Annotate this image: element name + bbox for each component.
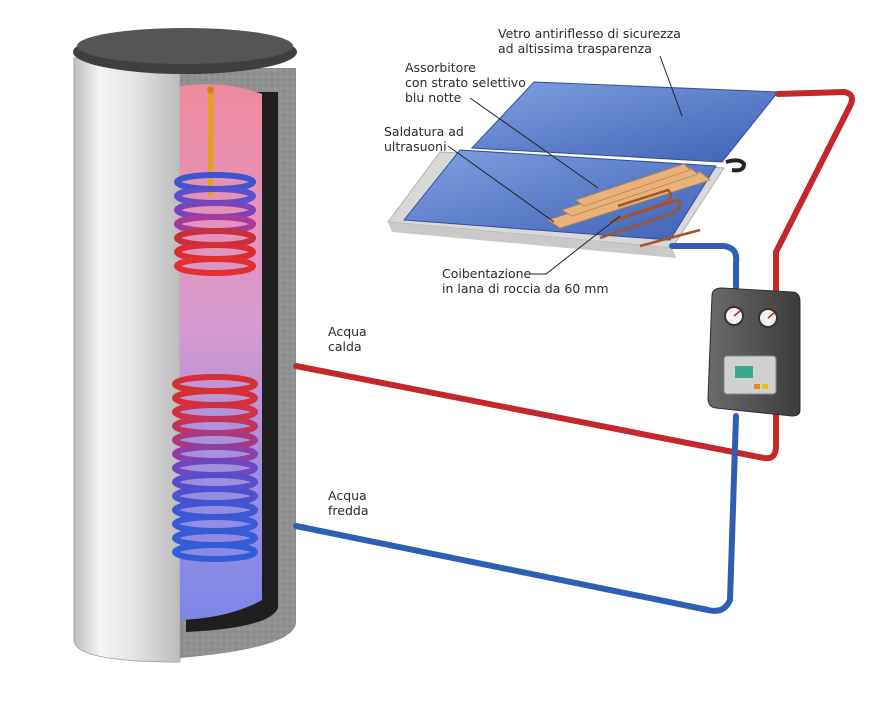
upper-heat-exchanger-coil	[174, 172, 256, 276]
label-acqua-fredda: Acqua fredda	[328, 488, 369, 518]
controller-display	[735, 366, 753, 378]
label-saldatura-line-1: Saldatura ad	[384, 124, 464, 139]
callout-leader-lines	[447, 55, 683, 275]
collector-hot-return-pipe	[773, 89, 855, 299]
tank-outer-shell	[73, 57, 181, 663]
label-assorbitore-line-1: Assorbitore	[405, 60, 476, 75]
leader-vetro	[659, 55, 683, 117]
label-assorbitore-line-3: blu notte	[405, 90, 462, 105]
label-coibentazione-line-1: Coibentazione	[442, 266, 532, 281]
collector-handle	[725, 158, 747, 173]
hot-water-pipe	[293, 363, 779, 462]
leader-saldatura	[447, 145, 555, 223]
collector-cold-feed-pipe	[669, 243, 740, 299]
label-saldatura-line-2: ultrasuoni	[384, 139, 447, 154]
label-coibentazione: Coibentazione in lana di roccia da 60 mm	[442, 266, 609, 296]
lower-heat-exchanger-coil	[172, 374, 258, 562]
solar-collector	[387, 81, 780, 258]
storage-tank	[73, 28, 297, 663]
label-assorbitore: Assorbitore con strato selettivo blu not…	[405, 60, 526, 105]
leader-coibentazione	[530, 215, 621, 275]
label-acqua-fredda-line-2: fredda	[328, 503, 369, 518]
label-acqua-calda-line-2: calda	[328, 339, 362, 354]
pipes	[293, 89, 855, 614]
label-acqua-fredda-line-1: Acqua	[328, 488, 367, 503]
cold-water-pipe	[293, 413, 739, 614]
label-acqua-calda-line-1: Acqua	[328, 324, 367, 339]
leader-assorbitore	[469, 97, 599, 189]
label-vetro-line-2: ad altissima trasparenza	[498, 41, 652, 56]
collector-glass-lower	[403, 149, 717, 241]
collector-insulation	[388, 222, 676, 258]
temperature-probe	[208, 88, 213, 196]
label-vetro-line-1: Vetro antiriflesso di sicurezza	[498, 26, 681, 41]
solar-control-station	[707, 287, 801, 417]
label-acqua-calda: Acqua calda	[328, 324, 367, 354]
control-box-body	[707, 287, 801, 417]
absorber-plate	[547, 163, 711, 229]
label-assorbitore-line-2: con strato selettivo	[405, 75, 526, 90]
label-saldatura: Saldatura ad ultrasuoni	[384, 124, 464, 154]
label-vetro: Vetro antiriflesso di sicurezza ad altis…	[498, 26, 681, 56]
label-coibentazione-line-2: in lana di roccia da 60 mm	[442, 281, 609, 296]
absorber-tubes	[599, 188, 701, 248]
